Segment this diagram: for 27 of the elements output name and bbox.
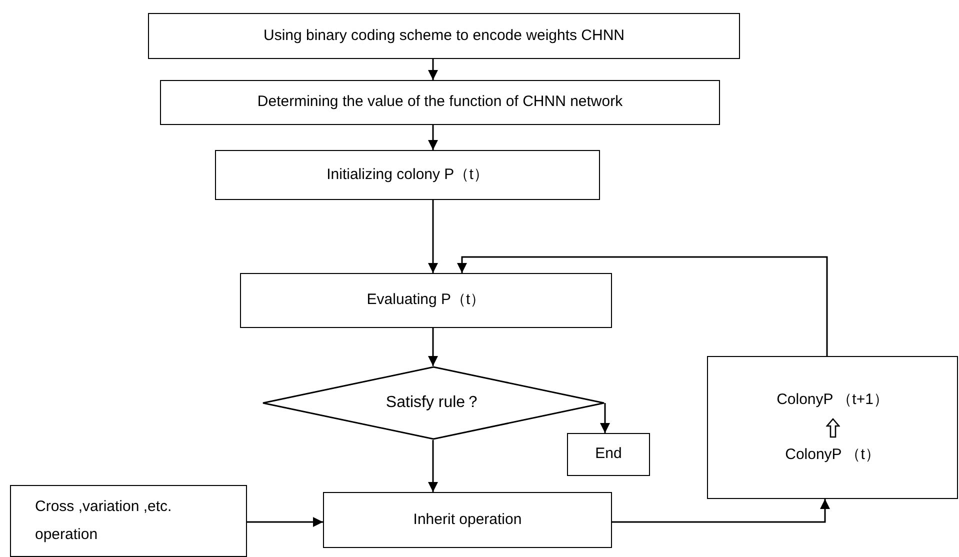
process-text: ColonyP （t+1） [776,390,888,410]
process-box [240,273,612,328]
process-box [10,485,247,557]
arrow [428,125,438,150]
process-text: End [595,444,622,464]
arrow [428,59,438,80]
arrow [600,403,610,433]
process-text: Cross ,variation ,etc. operation [35,497,173,545]
process-box [567,433,650,476]
arrow [428,200,438,273]
decision-text: Satisfy rule？ [386,393,482,413]
arrow [457,256,828,356]
arrow [247,517,323,527]
process-text: Inherit operation [413,510,522,530]
process-text: Evaluating P（t） [366,290,486,310]
process-text: ColonyP （t） [785,444,880,464]
process-text: Initializing colony P（t） [326,164,488,185]
process-box [160,80,720,125]
process-text: Determining the value of the function of CHNN network [257,92,623,112]
arrow [612,499,830,523]
process-box [707,356,958,499]
arrow [428,328,438,366]
process-box [148,13,740,59]
arrow [428,440,438,492]
process-box [215,150,600,200]
process-box [323,492,612,548]
process-text: Using binary coding scheme to encode weights CHNN [263,26,624,46]
